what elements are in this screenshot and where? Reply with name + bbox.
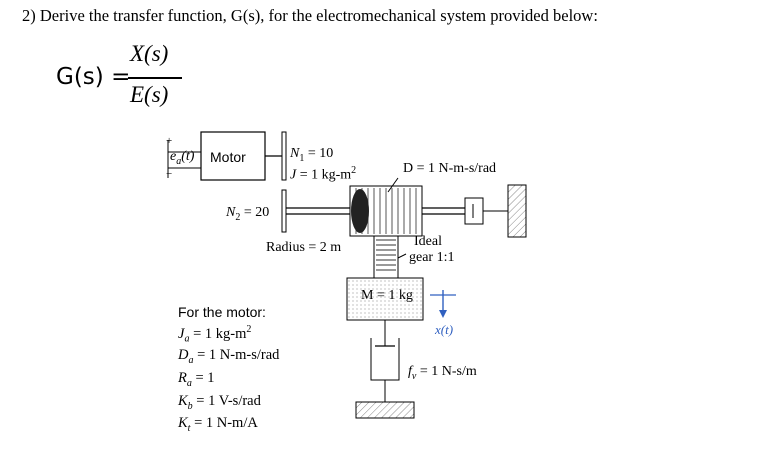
mass-block [346,277,424,321]
motor-spec-line: Da = 1 N-m-s/rad [178,347,280,366]
problem-text: Derive the transfer function, G(s), for … [39,6,598,25]
rotary-damper-cup [464,197,484,225]
mass-label: M = 1 kg [361,288,413,303]
equation-lhs: G(s) = [56,64,131,90]
minus-sign: − [166,168,173,180]
gear-n1 [281,131,287,181]
n2-label: N2 = 20 [226,205,270,223]
equation-numerator: X(s) [130,41,169,66]
ideal-gear-label-1: Ideal [414,234,442,249]
motor-spec-line: Kt = 1 N-m/A [178,415,258,434]
problem-number: 2) [22,6,36,25]
motor-box [200,131,266,181]
motor-spec-line: Ja = 1 kg-m2 [178,324,252,345]
ground [355,401,415,419]
gear-leader [397,253,407,259]
x-label: x(t) [435,322,454,337]
j-label: J = 1 kg-m2 [290,165,357,183]
radius-label: Radius = 2 m [266,240,342,255]
rack [373,235,399,279]
motor-spec-line: Kb = 1 V-s/rad [178,393,261,412]
equation-denominator: E(s) [130,82,169,107]
ea-label: ea(t) [170,149,195,167]
damper-wall [507,184,527,238]
fraction-bar [128,77,182,79]
fv-label: fv = 1 N-s/m [408,364,477,382]
rack-teeth [376,239,396,271]
motor-label: Motor [210,149,246,165]
problem-statement: 2) Derive the transfer function, G(s), f… [22,6,598,26]
d-leader [387,177,399,193]
plus-sign: + [166,135,173,147]
motor-spec-line: Ra = 1 [178,370,215,389]
d-label: D = 1 N-m-s/rad [403,161,497,176]
drum-hub [351,189,369,233]
x-arrow-head [439,310,447,318]
ideal-gear-label-2: gear 1:1 [409,250,455,265]
gear-n2 [281,189,287,233]
motor-specs-header: For the motor: [178,304,266,320]
n1-label: N1 = 10 [290,146,334,164]
